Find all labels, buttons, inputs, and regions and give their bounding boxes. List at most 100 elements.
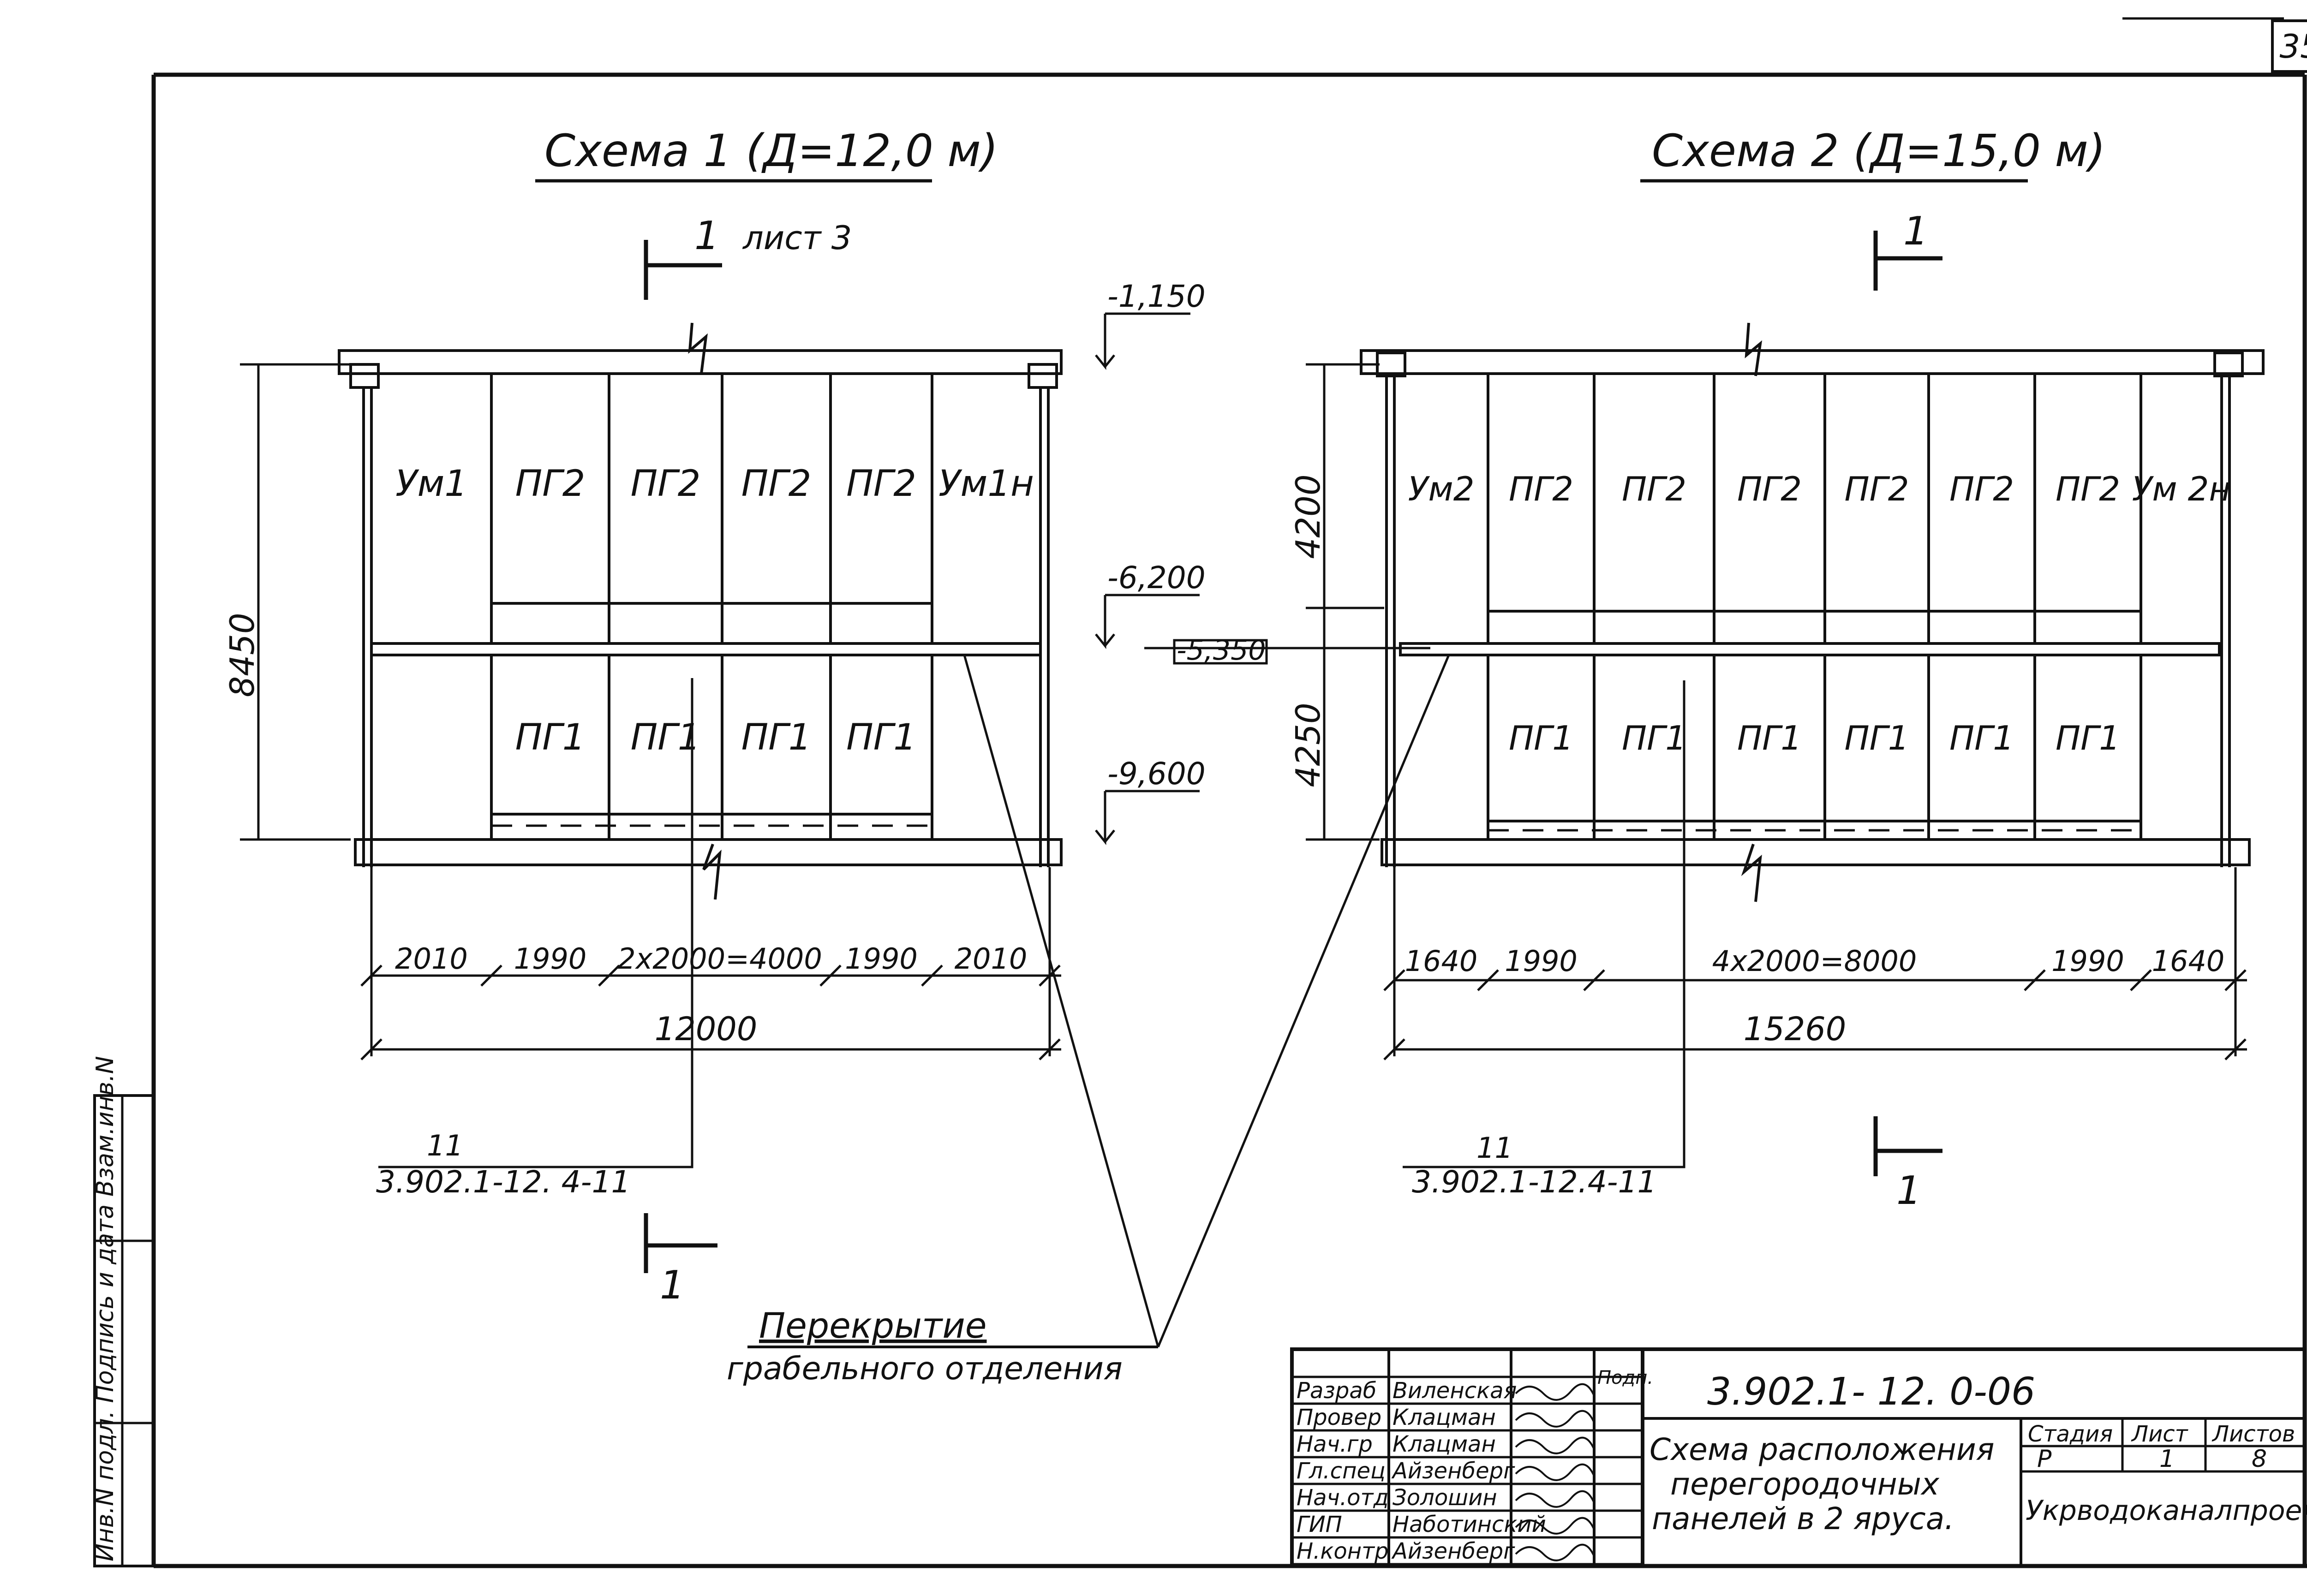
scheme-2-reference: 11 3.902.1-12.4-11: [1403, 680, 1685, 1200]
scheme-2-title: Схема 2 (Д=15,0 м): [1652, 125, 2105, 177]
lower-panel-label: ПГ1: [1844, 719, 1909, 757]
signature: [1515, 1383, 1595, 1401]
scheme-1-level-marks: -1,150 -6,200 -9,600 -5,350: [1095, 279, 1430, 846]
callout-line-1: Перекрытие: [759, 1305, 986, 1346]
lower-panel-label: ПГ1: [1509, 719, 1573, 757]
scheme-1-reference-num: 11: [427, 1129, 463, 1162]
title-block-sheet: 1: [2159, 1445, 2175, 1473]
upper-panel-label: ПГ2: [2056, 470, 2120, 508]
title-block-sheets-header: Листов: [2211, 1421, 2295, 1447]
dimension-label: 2010: [395, 942, 468, 976]
dimension-label: 1990: [1505, 944, 1578, 978]
scheme-1-height-value: 8450: [223, 613, 262, 697]
title-block-sheet-header: Лист: [2131, 1421, 2189, 1447]
lower-panel-label: ПГ1: [1737, 719, 1802, 757]
title-block-title-line-1: Схема расположения: [1650, 1432, 1995, 1467]
dimension-label: 2010: [955, 942, 1028, 976]
scheme-1-title: Схема 1 (Д=12,0 м): [544, 125, 998, 177]
scheme-2-section-mark-top: 1: [1873, 208, 1942, 291]
upper-panel-label: Ум1н: [938, 463, 1034, 505]
lower-panel-label: ПГ1: [1949, 719, 2014, 757]
scheme-2-width-dimensions: 15260 1640 1990 4x2000=8000 1990 1640: [1383, 867, 2247, 1060]
scheme-2-height-lower: 4250: [1289, 703, 1327, 787]
scheme-2-section-number-bottom: 1: [1896, 1168, 1921, 1214]
scheme-1-section-mark-top: 1 лист 3: [644, 213, 852, 300]
scheme-1-total-width: 12000: [655, 1010, 758, 1048]
dimension-label: 1990: [2051, 944, 2124, 978]
lower-panel-label: ПГ1: [1622, 719, 1686, 757]
scheme-1-section-sheet: лист 3: [742, 219, 852, 257]
title-block-title-line-3: панелей в 2 яруса.: [1652, 1501, 1954, 1536]
sheet-number-box: 35: [2271, 19, 2307, 73]
scheme-2-section-number: 1: [1903, 208, 1928, 254]
lower-panel-label: ПГ1: [515, 717, 586, 758]
dimension-tick: [1383, 1038, 1405, 1060]
margin-stamp: Инв.N подл. Подпись и дата Взам.инв.N: [91, 1056, 155, 1567]
staff-role: ГИП: [1297, 1512, 1342, 1537]
dimension-tick: [360, 965, 383, 987]
scheme-1-frame: [338, 322, 1063, 900]
upper-panel-label: Ум2: [1408, 470, 1475, 508]
dimension-tick: [360, 1038, 383, 1060]
floor-level-mark: -5,350: [1177, 634, 1266, 667]
dimension-tick: [921, 965, 943, 987]
title-block-sign-header: Подп.: [1597, 1367, 1653, 1388]
scheme-1-upper-tier: Ум1 ПГ2 ПГ2 ПГ2 ПГ2 Ум1н: [395, 374, 1034, 643]
dimension-tick: [819, 965, 842, 987]
scheme-2-section-mark-bottom: 1: [1873, 1116, 1942, 1214]
scheme-1: Схема 1 (Д=12,0 м) 1 лист 3 1: [223, 125, 1430, 1308]
callout-line-2: грабельного отделения: [727, 1351, 1123, 1387]
lower-panel-label: ПГ1: [631, 717, 701, 758]
staff-name: Клацман: [1393, 1405, 1496, 1430]
dimension-tick: [1039, 1038, 1061, 1060]
signature: [1515, 1463, 1595, 1481]
signature: [1515, 1517, 1595, 1535]
upper-panel-label: Ум1: [395, 463, 467, 505]
dimension-label: 4x2000=8000: [1712, 944, 1917, 978]
scheme-1-reference: 11 3.902.1-12. 4-11: [376, 678, 693, 1200]
upper-panel-label: ПГ2: [846, 463, 916, 505]
scheme-1-section-number: 1: [694, 213, 719, 259]
scheme-1-section-mark-bottom: 1: [644, 1213, 717, 1308]
scheme-2-reference-num: 11: [1476, 1131, 1513, 1165]
title-block-stage-header: Стадия: [2028, 1421, 2113, 1447]
dimension-tick: [1383, 969, 1405, 991]
upper-panel-label: ПГ2: [631, 463, 701, 505]
title-block-stage: Р: [2037, 1445, 2052, 1473]
scheme-2-total-width: 15260: [1744, 1010, 1847, 1048]
title-block-doc-code: 3.902.1- 12. 0-06: [1707, 1370, 2035, 1414]
title-block-sheets: 8: [2252, 1445, 2267, 1473]
dimension-tick: [2024, 969, 2046, 991]
staff-name: Клацман: [1393, 1431, 1496, 1457]
upper-panel-label: ПГ2: [741, 463, 812, 505]
scheme-2-height-dimensions: 4200 4250: [1289, 363, 1384, 841]
dimension-tick: [1477, 969, 1499, 991]
dimension-tick: [1583, 969, 1605, 991]
signature: [1515, 1490, 1595, 1508]
level-mark-3: -9,600: [1107, 756, 1206, 792]
dimension-tick: [2224, 969, 2247, 991]
staff-role: Нач.гр: [1297, 1431, 1373, 1457]
staff-name: Айзенберг: [1391, 1458, 1515, 1484]
staff-role: Нач.отд: [1297, 1485, 1389, 1511]
dimension-label: 1640: [2152, 944, 2225, 978]
upper-panel-label: ПГ2: [515, 463, 586, 505]
scheme-2-reference-doc: 3.902.1-12.4-11: [1412, 1164, 1656, 1200]
dimension-tick: [1039, 965, 1061, 987]
level-mark-1: -1,150: [1107, 279, 1206, 314]
lower-panel-label: ПГ1: [741, 717, 812, 758]
title-block-title-line-2: перегородочных: [1670, 1466, 1940, 1502]
sheet-frame: [151, 17, 2307, 1568]
dimension-label: 2x2000=4000: [617, 942, 822, 976]
scheme-2-frame: [1360, 322, 2265, 902]
level-mark-2: -6,200: [1107, 560, 1206, 596]
dimension-label: 1640: [1405, 944, 1478, 978]
signature: [1515, 1410, 1595, 1428]
scheme-2-height-upper: 4200: [1289, 474, 1327, 559]
